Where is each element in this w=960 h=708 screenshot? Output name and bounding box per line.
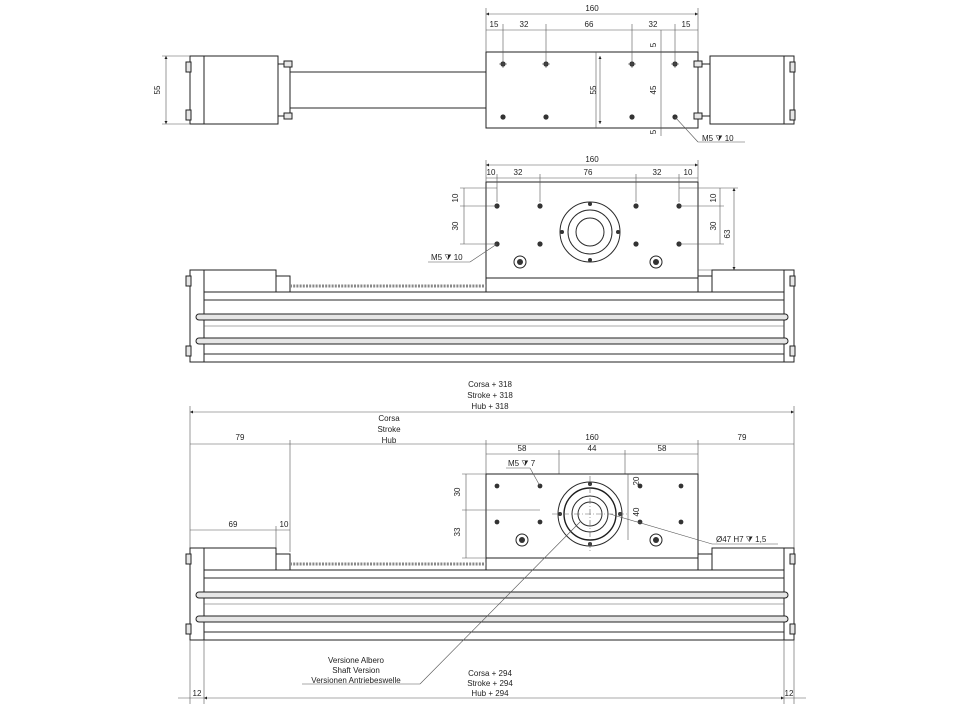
side-dim-63: 63 [723, 229, 732, 238]
side-thread-note: M5 ⧩ 10 [431, 253, 463, 262]
side-dim-10-left: 10 [487, 168, 496, 177]
bottom-label-1: Corsa + 294 [468, 669, 512, 678]
overall-label-1: Corsa + 318 [468, 380, 512, 389]
top-view: 160 15 32 66 32 15 55 55 5 45 5 M5 ⧩ 10 [153, 4, 796, 143]
top-dim-5-top: 5 [649, 42, 658, 47]
top-dim-15-right: 15 [682, 20, 691, 29]
side-dim-30-vright: 30 [709, 221, 718, 230]
top-dim-55-inner: 55 [589, 85, 598, 94]
side-dim-160: 160 [585, 155, 599, 164]
dim-79-left: 79 [236, 433, 245, 442]
stroke-label-3: Hub [382, 436, 397, 445]
side-dim-10-vleft: 10 [451, 193, 460, 202]
top-dim-32-left: 32 [520, 20, 529, 29]
top-dim-15-left: 15 [490, 20, 499, 29]
side-dim-10-vright: 10 [709, 193, 718, 202]
dim-20: 20 [632, 476, 641, 485]
dim-58-right: 58 [658, 444, 667, 453]
bore-note: Ø47 H7 ⧩ 1,5 [716, 535, 767, 544]
dim-58-left: 58 [518, 444, 527, 453]
shaft-thread-note: M5 ⧩ 7 [508, 459, 536, 468]
side-dim-76: 76 [584, 168, 593, 177]
stroke-label-2: Stroke [377, 425, 401, 434]
dim-69: 69 [229, 520, 238, 529]
bottom-label-2: Stroke + 294 [467, 679, 513, 688]
shaft-carriage [485, 473, 699, 559]
top-dim-32-right: 32 [649, 20, 658, 29]
dim-30: 30 [453, 487, 462, 496]
dim-12-left: 12 [193, 689, 202, 698]
top-dim-160: 160 [585, 4, 599, 13]
shaft-hub [552, 476, 628, 552]
top-left-endcap [189, 55, 205, 125]
dim-33: 33 [453, 527, 462, 536]
top-dim-66: 66 [585, 20, 594, 29]
top-carriage [485, 51, 699, 129]
top-dim-45: 45 [649, 85, 658, 94]
top-dim-55-left: 55 [153, 85, 162, 94]
side-holes [494, 203, 682, 269]
side-dim-32-right: 32 [653, 168, 662, 177]
side-view: 160 10 32 76 32 10 10 30 10 30 63 M5 ⧩ 1… [185, 155, 796, 363]
dim-160: 160 [585, 433, 599, 442]
side-profile [203, 291, 785, 363]
shaft-profile [203, 569, 785, 641]
bottom-label-3: Hub + 294 [471, 689, 509, 698]
dim-40: 40 [632, 507, 641, 516]
dim-12-right: 12 [785, 689, 794, 698]
overall-label-3: Hub + 318 [471, 402, 509, 411]
stroke-label-1: Corsa [378, 414, 400, 423]
side-dim-32-left: 32 [514, 168, 523, 177]
dim-44: 44 [588, 444, 597, 453]
version-label-3: Versionen Antriebeswelle [311, 676, 401, 685]
side-dim-30-vleft: 30 [451, 221, 460, 230]
overall-label-2: Stroke + 318 [467, 391, 513, 400]
side-hub [559, 201, 621, 263]
dim-10: 10 [280, 520, 289, 529]
version-label-1: Versione Albero [328, 656, 385, 665]
top-left-block [203, 55, 279, 125]
shaft-holes [494, 483, 684, 547]
shaft-view: Corsa + 318 Stroke + 318 Hub + 318 Corsa… [178, 380, 806, 704]
side-dim-10-right: 10 [684, 168, 693, 177]
top-thread-note: M5 ⧩ 10 [702, 134, 734, 143]
dim-79-right: 79 [738, 433, 747, 442]
top-dim-5-bottom: 5 [649, 129, 658, 134]
version-label-2: Shaft Version [332, 666, 380, 675]
